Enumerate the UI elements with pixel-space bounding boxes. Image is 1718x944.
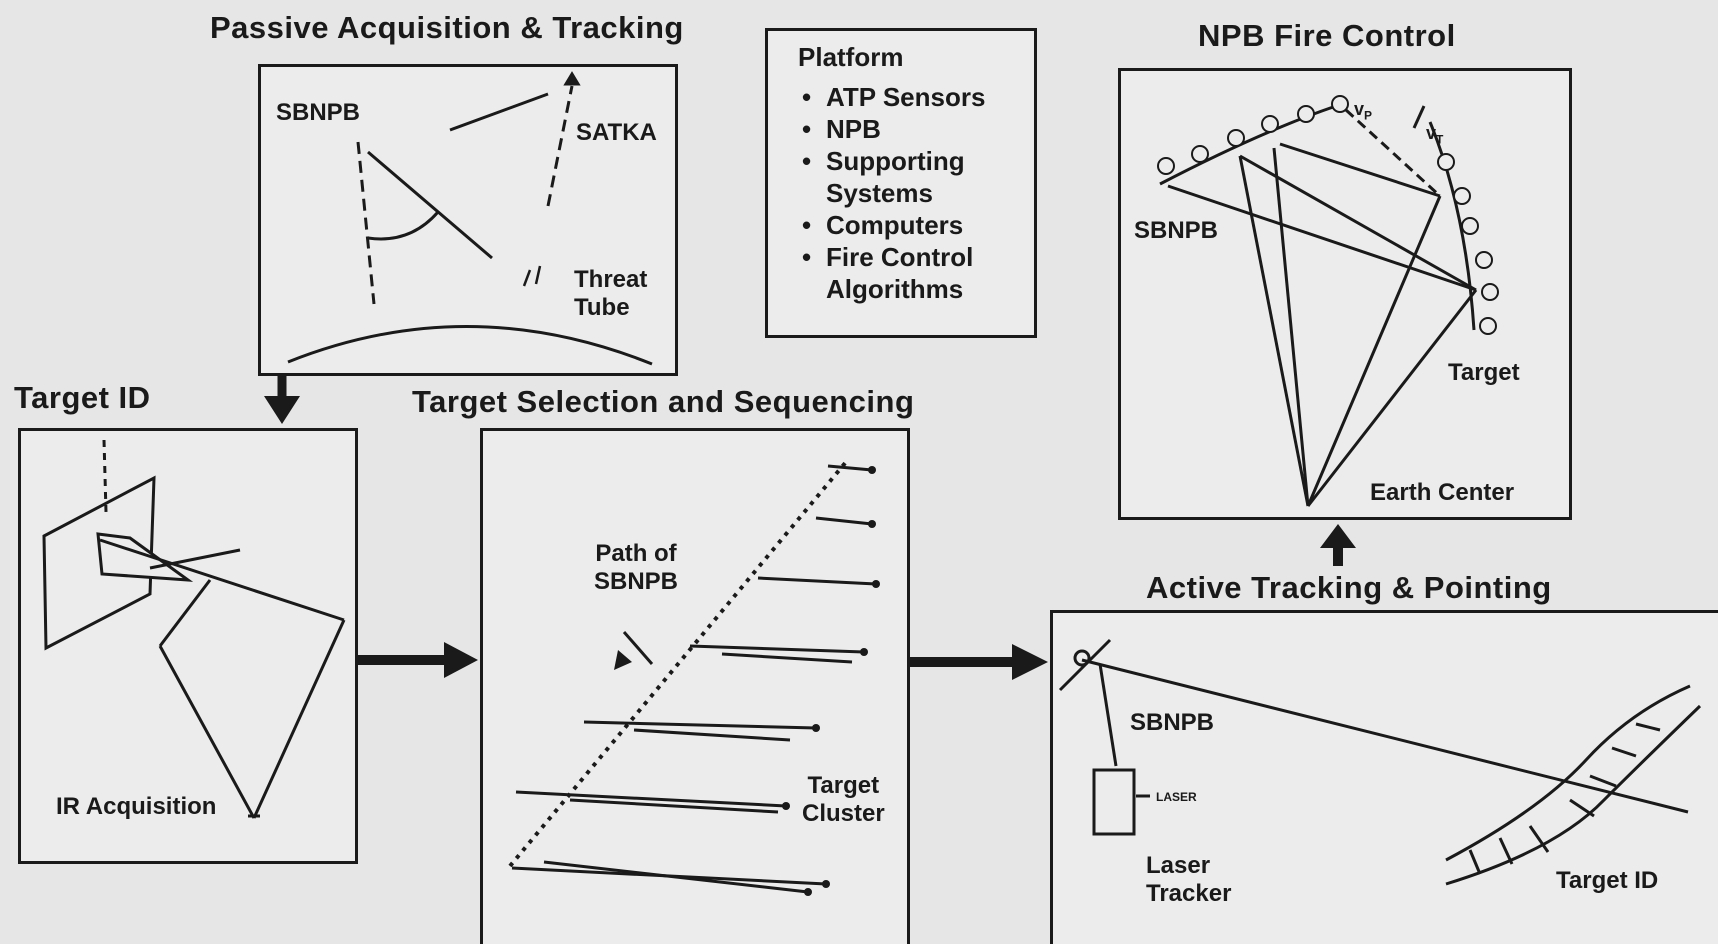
heading-target-id: Target ID bbox=[14, 380, 151, 415]
panel-active-tracking bbox=[1050, 610, 1718, 944]
platform-item: ATP Sensors bbox=[798, 81, 1034, 113]
npb-sequence-markers bbox=[1157, 95, 1499, 335]
laser-label: LASER bbox=[1156, 790, 1197, 804]
passive-sbnpb-label: SBNPB bbox=[276, 99, 361, 126]
selection-art bbox=[508, 460, 880, 896]
active-target-id-label: Target ID bbox=[1556, 867, 1659, 894]
platform-item: NPB bbox=[798, 113, 1034, 145]
flow-arrow-down bbox=[264, 376, 300, 424]
panel-target-selection bbox=[480, 428, 910, 944]
passive-art bbox=[287, 71, 653, 366]
ir-acquisition-label: IR Acquisition bbox=[56, 793, 217, 820]
passive-satka-label: SATKA bbox=[576, 119, 657, 146]
panel-platform: Platform ATP Sensors NPB SupportingSyste… bbox=[765, 28, 1037, 338]
platform-item: Computers bbox=[798, 209, 1034, 241]
panel-passive-acquisition bbox=[258, 64, 678, 376]
npb-vt-label: vT bbox=[1426, 123, 1444, 147]
flow-arrow-right-2 bbox=[910, 644, 1048, 680]
flow-arrow-right-1 bbox=[358, 642, 478, 678]
active-art bbox=[1058, 638, 1702, 886]
heading-target-selection: Target Selection and Sequencing bbox=[412, 384, 915, 419]
npb-earth-center-label: Earth Center bbox=[1370, 479, 1515, 506]
panel-target-id bbox=[18, 428, 358, 864]
target-cluster-label: Target Cluster bbox=[802, 772, 885, 827]
heading-passive-acquisition: Passive Acquisition & Tracking bbox=[210, 10, 684, 45]
npb-vp-label: vP bbox=[1354, 99, 1373, 123]
flow-arrow-up bbox=[1320, 524, 1356, 566]
threat-tube-label: Threat Tube bbox=[574, 266, 648, 321]
npb-art bbox=[1159, 104, 1478, 507]
laser-tracker-label: Laser Tracker bbox=[1146, 852, 1232, 907]
path-of-sbnpb-label: Path of SBNPB bbox=[594, 540, 679, 595]
active-sbnpb-label: SBNPB bbox=[1130, 709, 1215, 736]
heading-npb-fire-control: NPB Fire Control bbox=[1198, 18, 1456, 53]
npb-sbnpb-label: SBNPB bbox=[1134, 217, 1219, 244]
heading-active-tracking: Active Tracking & Pointing bbox=[1146, 570, 1552, 605]
platform-title: Platform bbox=[798, 42, 904, 72]
target-id-art bbox=[42, 439, 346, 819]
npb-target-label: Target bbox=[1448, 359, 1520, 386]
